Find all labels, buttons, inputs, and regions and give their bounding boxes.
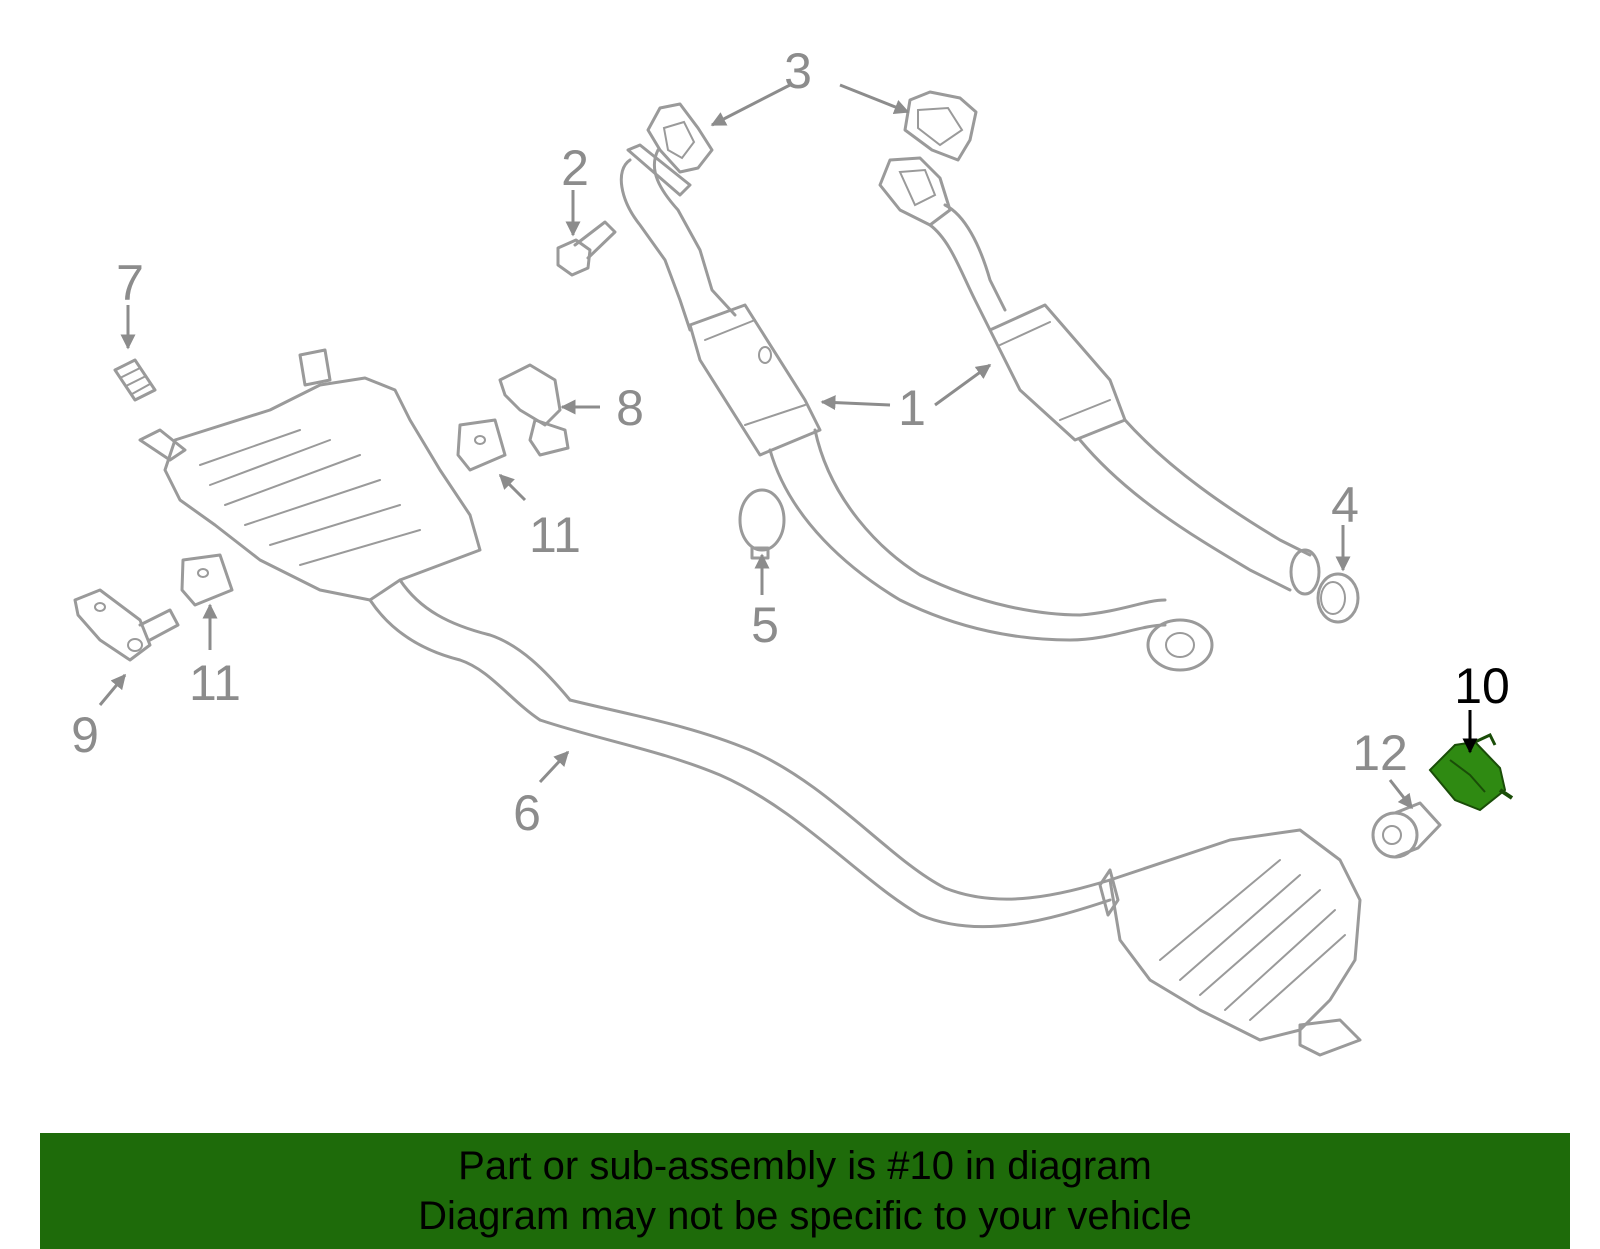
intermediate-pipe bbox=[538, 698, 1112, 929]
callout-5: 5 bbox=[751, 597, 779, 653]
callout-3: 3 bbox=[784, 43, 812, 99]
callout-8: 8 bbox=[616, 380, 644, 436]
callout-10: 10 bbox=[1454, 658, 1510, 714]
bolt bbox=[556, 220, 617, 277]
gasket-right bbox=[903, 90, 978, 162]
callout-6: 6 bbox=[513, 785, 541, 841]
callout-7: 7 bbox=[116, 255, 144, 311]
stud bbox=[113, 358, 157, 402]
exhaust-parts-diagram: 3 2 7 8 1 11 4 5 11 9 10 12 6 bbox=[71, 43, 1514, 1057]
catalytic-converter-left bbox=[619, 143, 1214, 672]
pipe-clamp bbox=[738, 488, 786, 560]
info-banner: Part or sub-assembly is #10 in diagram D… bbox=[40, 1133, 1570, 1249]
banner-line-part: Part or sub-assembly is #10 in diagram bbox=[458, 1144, 1152, 1188]
highlighted-part-10[interactable] bbox=[1428, 733, 1514, 812]
callout-12: 12 bbox=[1352, 725, 1408, 781]
callout-4: 4 bbox=[1331, 477, 1359, 533]
rubber-insulator-upper bbox=[456, 418, 507, 472]
callout-11-upper: 11 bbox=[529, 507, 581, 563]
callout-11-lower: 11 bbox=[189, 655, 241, 711]
rear-muffler bbox=[1098, 828, 1362, 1057]
callout-2: 2 bbox=[561, 140, 589, 196]
leader-lines bbox=[98, 83, 1478, 810]
catalytic-converter-right bbox=[878, 156, 1321, 596]
pipe-cap bbox=[1316, 572, 1360, 624]
hanger-bracket bbox=[498, 363, 570, 457]
gasket-left bbox=[646, 102, 714, 174]
callout-9: 9 bbox=[71, 707, 99, 763]
front-muffler bbox=[138, 348, 572, 722]
banner-line-disclaimer: Diagram may not be specific to your vehi… bbox=[418, 1194, 1192, 1238]
callout-1: 1 bbox=[898, 380, 926, 436]
rubber-insulator-lower bbox=[180, 553, 234, 607]
mounting-bracket bbox=[73, 588, 180, 662]
rubber-isolator bbox=[1371, 801, 1442, 859]
